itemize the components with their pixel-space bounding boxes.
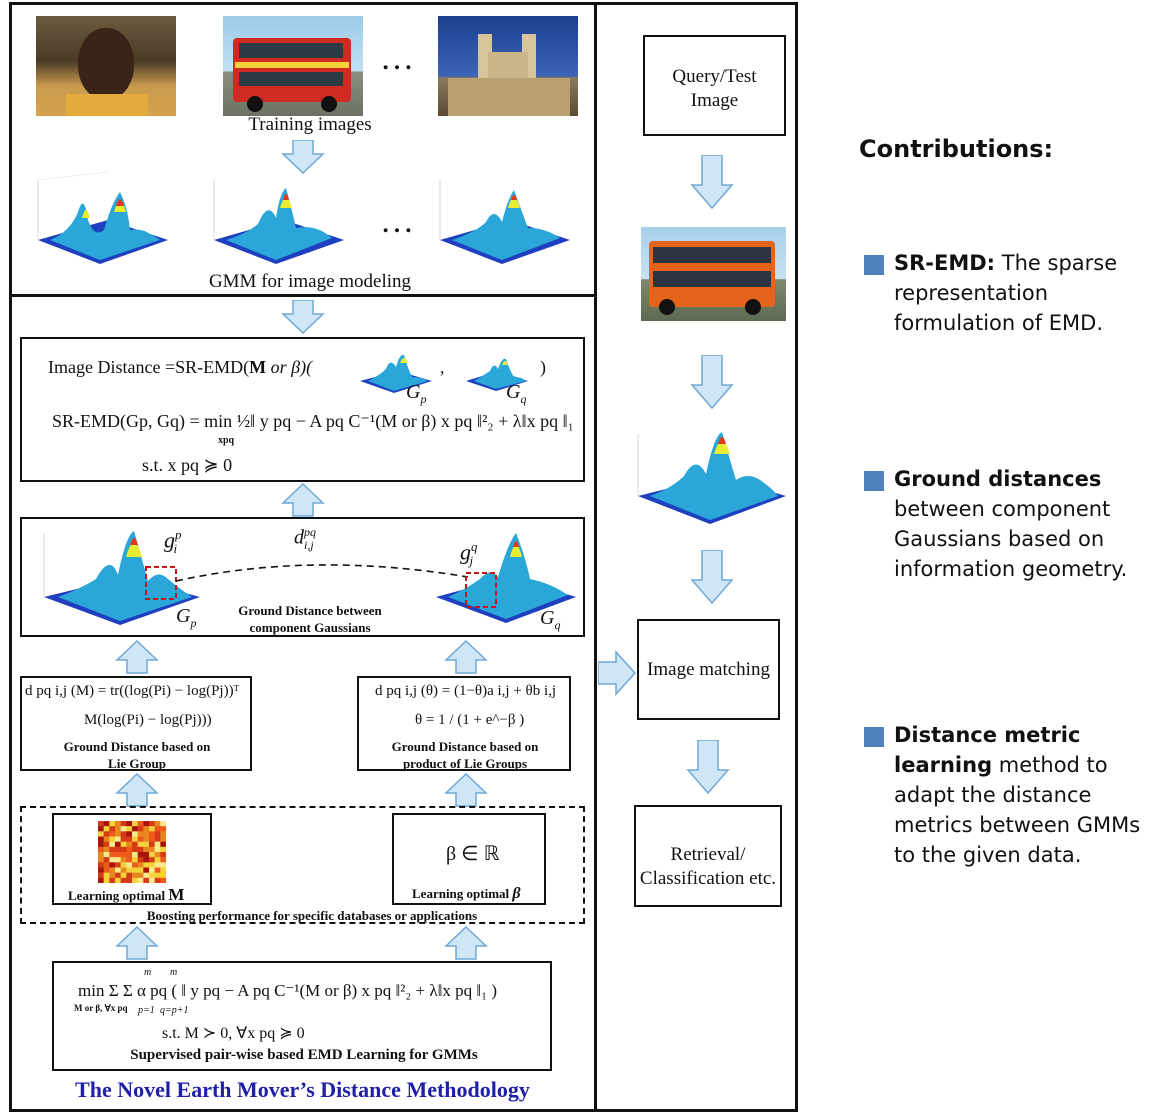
training-image-bus xyxy=(223,16,363,116)
metric-heatmap xyxy=(98,821,166,883)
close-paren: ) xyxy=(540,357,546,377)
lie-group-box: d pq i,j (M) = tr((log(Pi) − log(Pj))ᵀ M… xyxy=(20,676,252,771)
Gq-label: Gq xyxy=(540,607,561,632)
min-subscript: xpq xyxy=(218,435,235,446)
learn-beta-box: β ∈ ℝ Learning optimal β xyxy=(392,813,546,905)
supervised-box: min Σ Σ α pq ( ‖ y pq − A pq C⁻¹(M or β)… xyxy=(52,961,552,1071)
query-image-bus xyxy=(641,227,786,321)
supervised-constraint: s.t. M ≻ 0, ∀x pq ≽ 0 xyxy=(162,1025,305,1042)
comma: , xyxy=(440,357,445,377)
arrow-product-to-ground xyxy=(444,640,488,674)
arrow-supervised-to-learnM xyxy=(115,926,159,960)
retrieval-box: Retrieval/ Classification etc. xyxy=(634,805,782,907)
learn-M-box: Learning optimal M xyxy=(52,813,212,905)
dij-label: dpqi,j xyxy=(294,525,316,552)
methodology-title: The Novel Earth Mover’s Distance Methodo… xyxy=(75,1077,530,1102)
boosting-box: Learning optimal M β ∈ ℝ Learning optima… xyxy=(20,806,585,924)
ground-distance-box: gpi Gp dpqi,j gqj Gq Ground Distance bet… xyxy=(20,517,585,637)
contributions-title: Contributions: xyxy=(859,135,1054,163)
image-matching-box: Image matching xyxy=(637,619,780,720)
lie-product-eq1: d pq i,j (θ) = (1−θ)a i,j + θb i,j xyxy=(375,683,557,699)
learn-M-label: Learning optimal M xyxy=(68,885,185,904)
lie-group-caption: Ground Distance based on Lie Group xyxy=(63,739,211,771)
arrow-left-to-matching xyxy=(598,650,636,696)
arrow-training-to-gmm xyxy=(281,140,325,174)
sr-emd-box: Image Distance =SR-EMD(M or β)( Gp , Gq … xyxy=(20,337,585,482)
contribution-metric-learning: Distance metric learning method to adapt… xyxy=(864,720,1149,870)
boosting-caption: Boosting performance for specific databa… xyxy=(146,908,478,923)
query-image-box: Query/Test Image xyxy=(643,35,786,136)
lie-product-box: d pq i,j (θ) = (1−θ)a i,j + θb i,j θ = 1… xyxy=(357,676,571,771)
gmm-ellipsis: … xyxy=(380,203,414,240)
gq-label: Gq xyxy=(506,381,527,406)
beta-in-R: β ∈ ℝ xyxy=(446,843,500,865)
supervised-caption: Supervised pair-wise based EMD Learning … xyxy=(130,1047,478,1063)
training-image-church xyxy=(438,16,578,116)
gp-label: Gp xyxy=(406,381,427,406)
bullet-square xyxy=(864,727,884,747)
contribution-ground-distances: Ground distances between component Gauss… xyxy=(864,464,1149,584)
supervised-objective: min Σ Σ α pq ( ‖ y pq − A pq C⁻¹(M or β)… xyxy=(78,981,497,1000)
gp-surface xyxy=(43,531,200,625)
gmm-surface-2 xyxy=(213,180,344,264)
gmm-surface-3 xyxy=(439,180,570,264)
arrow-ground-to-distance xyxy=(281,483,325,517)
methodology-divider xyxy=(9,294,597,297)
arrow-lie-to-ground xyxy=(115,640,159,674)
bullet-square xyxy=(864,471,884,491)
sr-emd-constraint: s.t. x pq ≽ 0 xyxy=(142,455,233,475)
arrow-photo-to-gmm xyxy=(690,355,734,409)
training-ellipsis: … xyxy=(380,40,414,77)
arrow-into-distance xyxy=(281,300,325,334)
learn-beta-label: Learning optimal β xyxy=(412,885,521,902)
pipeline-frame xyxy=(594,2,798,1112)
sum-upper-2: m xyxy=(170,967,178,978)
lie-group-eq2: M(log(Pi) − log(Pj))) xyxy=(84,712,212,728)
sum-lower-2: q=p+1 xyxy=(160,1005,189,1016)
arrow-matching-to-retrieval xyxy=(686,740,730,794)
lie-product-eq2: θ = 1 / (1 + e^−β ) xyxy=(415,712,525,728)
arrow-learnBeta-to-product xyxy=(444,773,488,807)
arrow-gmm-to-matching xyxy=(690,550,734,604)
training-caption: Training images xyxy=(248,114,372,135)
sum-upper-1: m xyxy=(144,967,152,978)
ground-dashed-curve xyxy=(175,564,469,582)
gmm-caption: GMM for image modeling xyxy=(208,271,412,292)
arrow-supervised-to-learnBeta xyxy=(444,926,488,960)
sr-emd-equation: SR-EMD(Gp, Gq) = min ½‖ y pq − A pq C⁻¹(… xyxy=(52,411,574,431)
gq-mini-surface xyxy=(466,358,528,391)
sum-lower-1: p=1 xyxy=(138,1005,155,1016)
query-gmm-surface xyxy=(637,432,786,524)
supervised-min-sub: M or β, ∀x pq xyxy=(74,1003,128,1013)
gp-mini-surface xyxy=(360,354,432,393)
arrow-query-to-photo xyxy=(690,155,734,209)
gq-surface xyxy=(436,533,576,623)
gmm-surface-1 xyxy=(37,172,168,264)
lie-group-eq1: d pq i,j (M) = tr((log(Pi) − log(Pj))ᵀ xyxy=(25,683,239,699)
gi-label: gpi xyxy=(164,527,182,556)
ground-distance-caption: Ground Distance between component Gaussi… xyxy=(238,603,382,635)
lie-product-caption: Ground Distance based on product of Lie … xyxy=(391,739,539,771)
training-image-woman xyxy=(36,16,176,116)
Gp-label: Gp xyxy=(176,605,197,630)
gj-label: gqj xyxy=(460,539,478,568)
image-distance-equation: Image Distance =SR-EMD(M or β)( xyxy=(48,357,313,377)
contribution-sr-emd: SR-EMD: The sparse representation formul… xyxy=(864,248,1149,338)
arrow-learnM-to-lie xyxy=(115,773,159,807)
bullet-square xyxy=(864,255,884,275)
